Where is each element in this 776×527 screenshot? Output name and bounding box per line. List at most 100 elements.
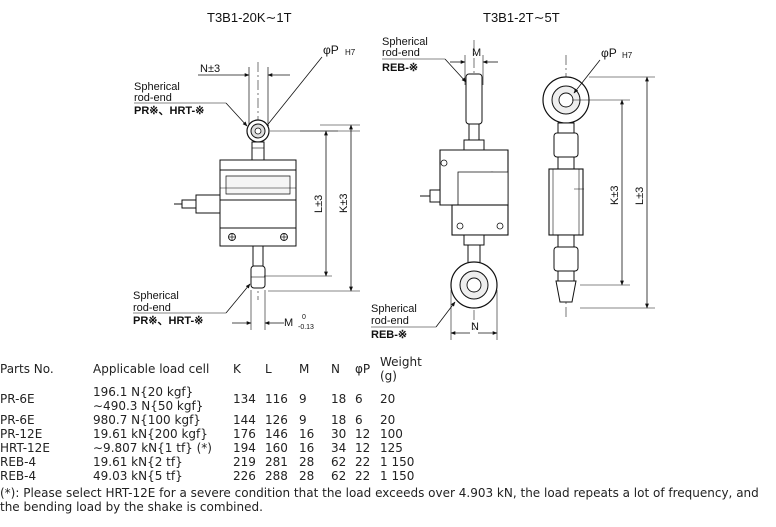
table-row: PR-6E 196.1 N{20 kgf} ∼490.3 N{50 kgf} 1… <box>0 385 429 413</box>
left-top-rod-3: PR※、HRT-※ <box>134 105 204 117</box>
left-phi-p: φP <box>323 43 339 57</box>
right-top-rod-2: rod-end <box>382 47 420 59</box>
right-m-dim: M <box>472 47 481 59</box>
cell-l: 281 <box>265 455 288 469</box>
header-load-cell: Applicable load cell <box>93 362 210 376</box>
cell-weight: 100 <box>380 427 403 441</box>
spec-header-row: Parts No. Applicable load cell K L M N φ… <box>0 353 429 385</box>
footnote: (*): Please select HRT-12E for a severe … <box>0 486 759 514</box>
left-phi-p-sub: H7 <box>345 48 356 57</box>
right-k-dim: K±3 <box>609 186 621 206</box>
cell-k: 226 <box>233 469 256 483</box>
header-k: K <box>233 362 241 376</box>
cell-part: HRT-12E <box>0 441 50 455</box>
spec-table: Parts No. Applicable load cell K L M N φ… <box>0 353 429 483</box>
cell-part: REB-4 <box>0 455 37 469</box>
cell-weight: 125 <box>380 441 403 455</box>
cell-n: 18 <box>331 413 347 427</box>
right-phi-p: φP <box>601 46 617 60</box>
left-top-rod-1: Spherical <box>134 81 180 93</box>
table-row: REB-4 19.61 kN{2 tf} 219 281 28 62 22 1 … <box>0 455 429 469</box>
cell-phi-p: 22 <box>355 455 371 469</box>
cell-l: 116 <box>265 392 288 406</box>
cell-m: 16 <box>299 441 315 455</box>
cell-weight: 20 <box>380 392 396 406</box>
header-n: N <box>331 362 340 376</box>
cell-k: 194 <box>233 441 256 455</box>
cell-phi-p: 6 <box>355 392 363 406</box>
cell-m: 28 <box>299 455 315 469</box>
left-n-dim: N±3 <box>200 63 220 75</box>
left-bottom-rod-1: Spherical <box>133 290 179 302</box>
right-drawing: T3B1-2T∼5T Spherical rod-end REB-※ M <box>371 10 655 341</box>
cell-weight: 20 <box>380 413 396 427</box>
cell-n: 18 <box>331 392 347 406</box>
header-weight-line2: (g) <box>380 369 397 383</box>
left-l-dim: L±3 <box>313 195 325 213</box>
right-l-dim: L±3 <box>634 187 646 205</box>
right-bottom-rod-1: Spherical <box>371 303 417 315</box>
cell-phi-p: 22 <box>355 469 371 483</box>
right-title: T3B1-2T∼5T <box>483 10 560 25</box>
cell-k: 219 <box>233 455 256 469</box>
table-row: REB-4 49.03 kN{5 tf} 226 288 28 62 22 1 … <box>0 469 429 483</box>
header-l: L <box>265 362 272 376</box>
left-title: T3B1-20K∼1T <box>207 10 292 25</box>
left-m-tol-top: 0 <box>302 314 306 321</box>
right-bottom-rod-2: rod-end <box>371 315 409 327</box>
right-top-rod-1: Spherical <box>382 36 428 48</box>
left-top-rod-2: rod-end <box>134 92 172 104</box>
header-weight: Weight (g) <box>380 353 429 385</box>
cell-weight: 1 150 <box>380 455 415 469</box>
cell-phi-p: 12 <box>355 427 371 441</box>
cell-load: 196.1 N{20 kgf} ∼490.3 N{50 kgf} <box>93 385 233 413</box>
cell-load-line1: 196.1 N{20 kgf} <box>93 385 194 399</box>
cell-k: 134 <box>233 392 256 406</box>
cell-k: 144 <box>233 413 256 427</box>
right-top-rod-3: REB-※ <box>382 62 418 74</box>
cell-m: 9 <box>299 392 307 406</box>
cell-load: 19.61 kN{2 tf} <box>93 455 183 469</box>
cell-n: 62 <box>331 469 347 483</box>
table-row: PR-6E 980.7 N{100 kgf} 144 126 9 18 6 20 <box>0 413 429 427</box>
left-k-dim: K±3 <box>338 194 350 214</box>
cell-weight: 1 150 <box>380 469 415 483</box>
table-row: HRT-12E ∼9.807 kN{1 tf} (*) 194 160 16 3… <box>0 441 429 455</box>
header-weight-line1: Weight <box>380 355 422 369</box>
cell-phi-p: 6 <box>355 413 363 427</box>
left-m-dim: M <box>284 317 293 329</box>
cell-m: 28 <box>299 469 315 483</box>
cell-n: 30 <box>331 427 347 441</box>
cell-part: PR-12E <box>0 427 43 441</box>
technical-drawing: T3B1-20K∼1T N±3 φP H7 Spherical rod-end … <box>133 10 655 341</box>
cell-load: 980.7 N{100 kgf} <box>93 413 201 427</box>
cell-load: 19.61 kN{200 kgf} <box>93 427 208 441</box>
header-phi-p: φP <box>355 362 371 376</box>
cell-phi-p: 12 <box>355 441 371 455</box>
cell-load-line2: ∼490.3 N{50 kgf} <box>93 399 204 413</box>
right-phi-p-sub: H7 <box>622 51 633 60</box>
cell-m: 16 <box>299 427 315 441</box>
right-bottom-rod-3: REB-※ <box>371 329 407 341</box>
cell-part: REB-4 <box>0 469 37 483</box>
cell-k: 176 <box>233 427 256 441</box>
left-bottom-rod-3: PR※、HRT-※ <box>133 315 203 327</box>
cell-l: 126 <box>265 413 288 427</box>
table-row: PR-12E 19.61 kN{200 kgf} 176 146 16 30 1… <box>0 427 429 441</box>
cell-n: 62 <box>331 455 347 469</box>
cell-part: PR-6E <box>0 413 35 427</box>
left-m-tol-bottom: -0.13 <box>298 324 314 331</box>
cell-part: PR-6E <box>0 392 35 406</box>
cell-l: 160 <box>265 441 288 455</box>
header-m: M <box>299 362 310 376</box>
header-parts-no: Parts No. <box>0 362 54 376</box>
cell-n: 34 <box>331 441 347 455</box>
left-drawing: T3B1-20K∼1T N±3 φP H7 Spherical rod-end … <box>133 10 360 331</box>
cell-load: ∼9.807 kN{1 tf} (*) <box>93 441 212 455</box>
right-n-dim: N <box>471 321 479 333</box>
cell-load: 49.03 kN{5 tf} <box>93 469 183 483</box>
cell-l: 146 <box>265 427 288 441</box>
cell-m: 9 <box>299 413 307 427</box>
left-bottom-rod-2: rod-end <box>133 302 171 314</box>
cell-l: 288 <box>265 469 288 483</box>
